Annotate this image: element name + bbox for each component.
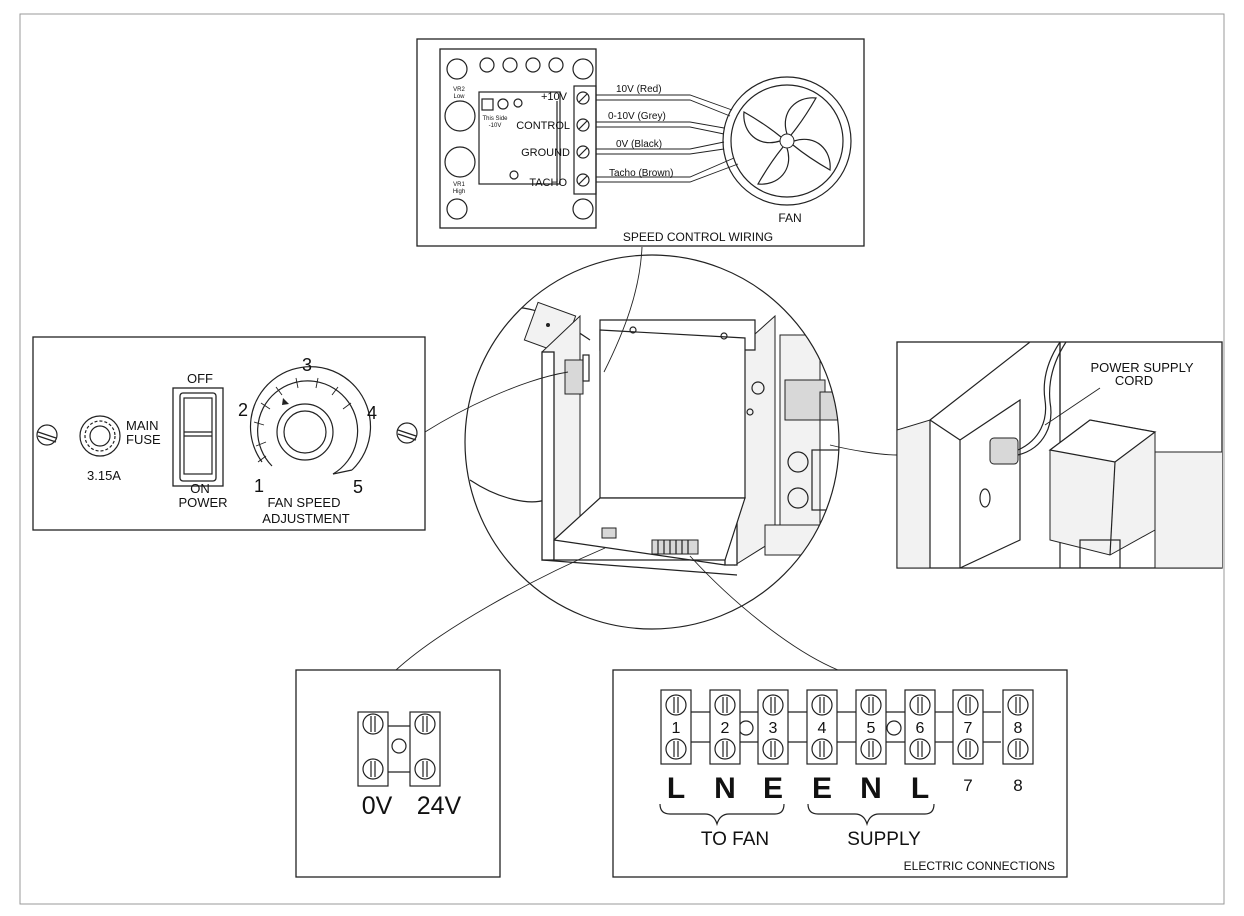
low-voltage-panel: 0V 24V xyxy=(295,669,501,878)
power-switch xyxy=(172,387,224,487)
terminal-letter-7: 7 xyxy=(963,776,972,795)
minus-10v-label: -10V xyxy=(489,123,502,129)
terminal-letter-4: E xyxy=(812,772,832,805)
terminal-number-1: 1 xyxy=(672,720,681,737)
label-0v: 0V xyxy=(362,792,393,820)
vr1-label: VR1 xyxy=(453,182,465,188)
terminal-ground-label: GROUND xyxy=(521,147,570,159)
terminal-2: 2 xyxy=(709,689,741,765)
terminal-4: 4 xyxy=(806,689,838,765)
electric-connections-caption: ELECTRIC CONNECTIONS xyxy=(904,859,1055,873)
wire-grey-label: 0-10V (Grey) xyxy=(608,111,666,122)
terminal-screw-ground xyxy=(576,145,590,159)
central-enclosure-view xyxy=(464,254,840,630)
main-label: MAIN xyxy=(126,418,159,433)
adjustment-label: ADJUSTMENT xyxy=(262,511,349,526)
terminal-tacho-label: TACHO xyxy=(529,177,567,189)
terminal-letter-1: L xyxy=(667,772,685,805)
speed-control-wiring-panel: VR2 Low VR1 High This Side -10V +10V CON… xyxy=(416,38,865,247)
terminal-number-2: 2 xyxy=(721,720,730,737)
terminal-screw-tacho xyxy=(576,173,590,187)
terminal-screw-24v-top xyxy=(414,713,436,735)
left-screw-icon xyxy=(36,424,58,446)
terminal-letter-5: N xyxy=(860,772,882,805)
terminal-number-6: 6 xyxy=(916,720,925,737)
wire-red-label: 10V (Red) xyxy=(616,84,662,95)
vr1-high-label: High xyxy=(453,189,465,195)
off-label: OFF xyxy=(187,371,213,386)
supply-label: SUPPLY xyxy=(847,829,921,850)
terminal-control-label: CONTROL xyxy=(516,120,570,132)
leader-lines xyxy=(395,246,898,671)
terminal-letter-3: E xyxy=(763,772,783,805)
terminal-7: 7 xyxy=(952,689,984,765)
vr2-label: VR2 xyxy=(453,87,465,93)
power-supply-label-line1: POWER SUPPLY xyxy=(1090,360,1193,375)
electric-connections-panel: 1L 2N 3E 4E 5N 6L 7 7 8 8 TO FAN SUPPLY ELECTRIC … xyxy=(612,669,1068,878)
wire-brown-label: Tacho (Brown) xyxy=(609,168,673,179)
terminal-screw-0v-bottom xyxy=(362,758,384,780)
terminal-screw-10v xyxy=(576,91,590,105)
terminal-5: 5 xyxy=(855,689,887,765)
power-label: POWER xyxy=(178,495,227,510)
speed-label-1: 1 xyxy=(254,476,264,496)
speed-control-wiring-caption: SPEED CONTROL WIRING xyxy=(623,230,773,244)
main-fuse-icon xyxy=(79,415,121,457)
speed-label-5: 5 xyxy=(353,477,363,497)
fan-speed-knob xyxy=(249,366,372,475)
terminal-letter-8: 8 xyxy=(1013,776,1022,795)
fan-speed-label: FAN SPEED xyxy=(268,495,341,510)
terminal-number-5: 5 xyxy=(867,720,876,737)
wire-black-label: 0V (Black) xyxy=(616,139,662,150)
terminal-10v-label: +10V xyxy=(541,91,568,103)
terminal-letter-6: L xyxy=(911,772,929,805)
speed-label-2: 2 xyxy=(238,400,248,420)
terminal-number-7: 7 xyxy=(964,720,973,737)
fan-label: FAN xyxy=(778,211,801,225)
outer-frame xyxy=(19,13,1225,905)
terminal-number-4: 4 xyxy=(818,720,827,737)
right-screw-icon xyxy=(396,422,418,444)
terminal-6: 6 xyxy=(904,689,936,765)
speed-label-4: 4 xyxy=(367,403,377,423)
fuse-rating-label: 3.15A xyxy=(87,468,121,483)
terminal-letter-2: N xyxy=(714,772,736,805)
to-fan-label: TO FAN xyxy=(701,829,769,850)
terminal-1: 1 xyxy=(660,689,692,765)
vr2-low-label: Low xyxy=(453,94,465,100)
fan-icon xyxy=(722,76,852,206)
this-side-label: This Side xyxy=(482,116,508,122)
control-panel: MAIN FUSE 3.15A OFF ON POWER xyxy=(32,336,426,531)
label-24v: 24V xyxy=(417,792,462,820)
terminal-screw-0v-top xyxy=(362,713,384,735)
on-label: ON xyxy=(190,481,210,496)
terminal-8: 8 xyxy=(1002,689,1034,765)
fuse-label: FUSE xyxy=(126,432,161,447)
terminal-screw-control xyxy=(576,118,590,132)
terminal-number-8: 8 xyxy=(1014,720,1023,737)
terminal-number-3: 3 xyxy=(769,720,778,737)
speed-label-3: 3 xyxy=(302,355,312,375)
power-supply-panel: POWER SUPPLY CORD xyxy=(896,341,1223,569)
terminal-screw-24v-bottom xyxy=(414,758,436,780)
terminal-3: 3 xyxy=(757,689,789,765)
power-supply-label-line2: CORD xyxy=(1115,373,1153,388)
